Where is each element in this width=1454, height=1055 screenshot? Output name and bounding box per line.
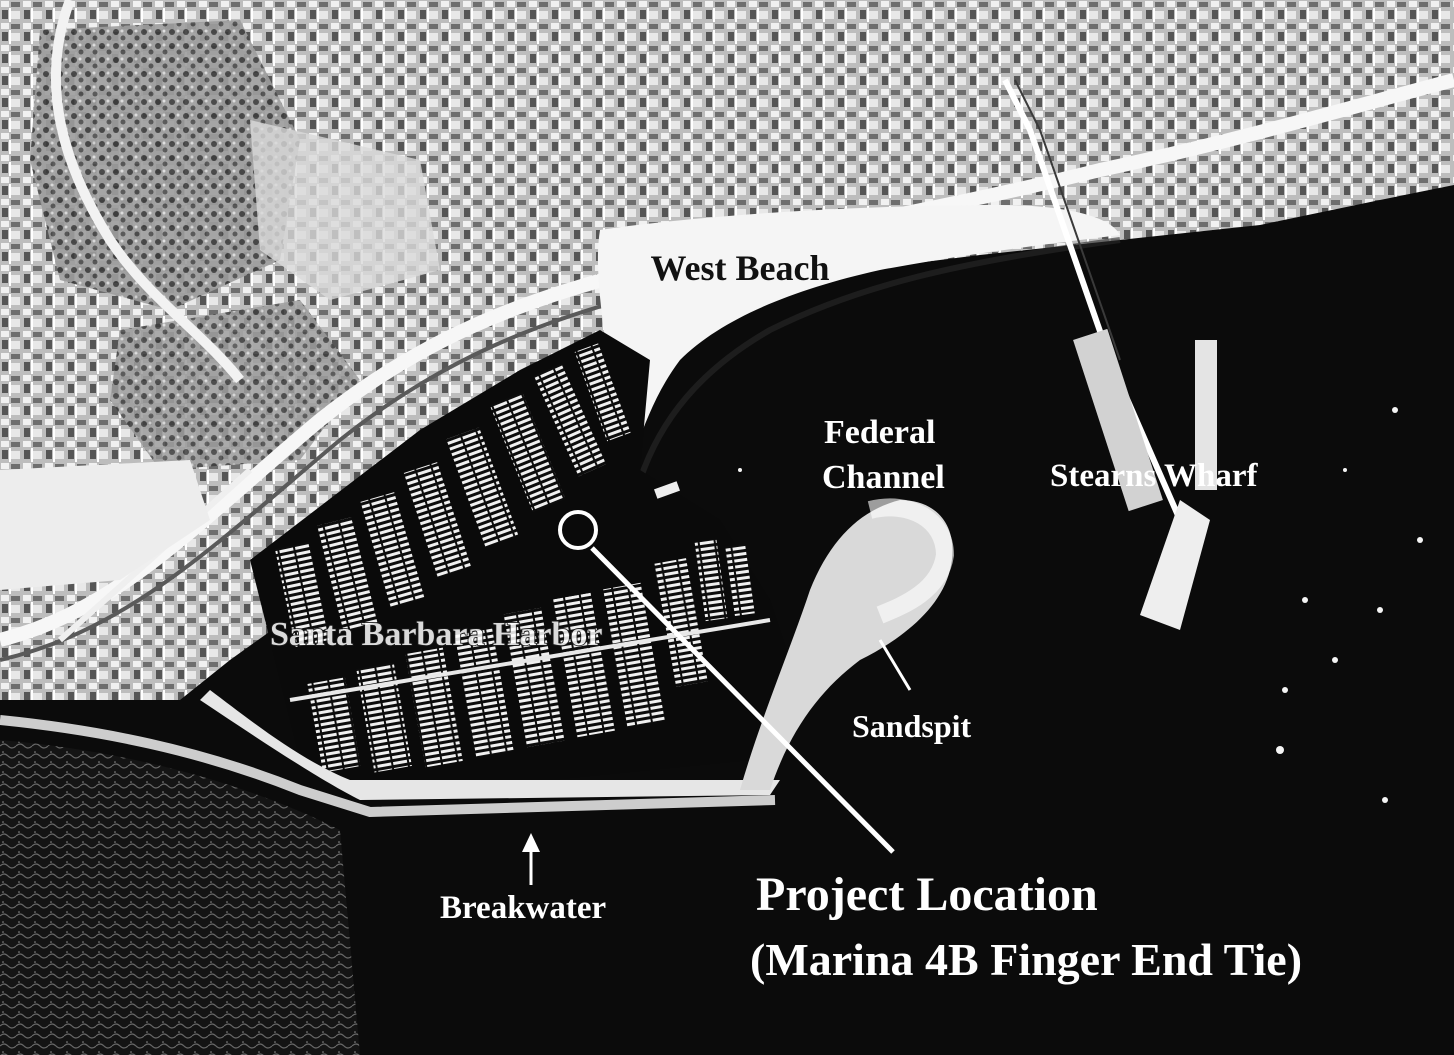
wharf-end [1140,500,1210,630]
label-stearns-wharf: Stearns Wharf [1050,458,1258,494]
park-trees-2 [110,300,360,470]
west-beach-sand [597,205,1120,490]
left-beach [0,460,210,590]
sandspit-pointer [878,639,912,691]
sandspit-shape [740,500,953,790]
label-breakwater: Breakwater [440,890,606,926]
project-location-circle [558,510,598,550]
ocean-buoys [738,407,1423,803]
label-federal-channel-1: Federal [824,414,935,451]
boat [654,481,680,499]
label-sandspit: Sandspit [852,708,972,744]
beach-shore-shadow [637,237,1121,481]
label-west-beach: West Beach [651,248,830,288]
wharf-platform-2 [1195,340,1217,490]
sandspit-glow [867,498,955,624]
label-project-location-1: Project Location [756,868,1098,921]
surf-zone [0,740,360,1055]
wharf-stem-shadow [1014,79,1121,361]
marina-walkway [289,618,771,702]
label-federal-channel-2: Channel [822,459,945,496]
marina-slips [274,343,755,773]
park-trees [30,20,300,310]
breakwater-arrow-icon [522,833,540,885]
wharf-platform [1073,328,1163,512]
wharf-stem [1002,78,1183,522]
breakwater-edge [0,715,776,818]
breakwater-structure [200,690,780,800]
project-location-leader [590,546,895,854]
label-santa-barbara-harbor: Santa Barbara Harbor [270,616,602,653]
label-project-location-2: (Marina 4B Finger End Tie) [750,934,1302,985]
road-curve [50,0,244,384]
road-shoreline-edge [0,288,661,662]
hill [250,120,440,300]
